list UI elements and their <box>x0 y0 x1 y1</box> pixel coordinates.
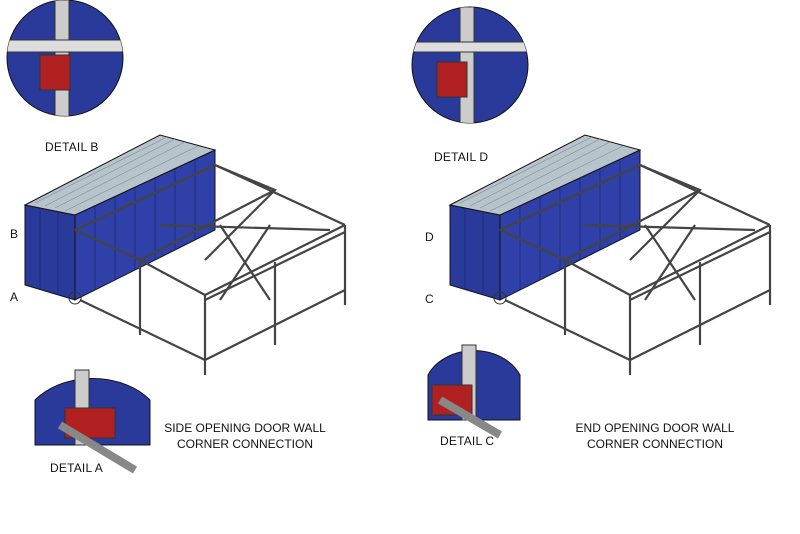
detail-c-circle <box>427 344 521 439</box>
side-opening-caption: SIDE OPENING DOOR WALL CORNER CONNECTION <box>145 420 345 452</box>
end-opening-assembly <box>448 133 772 377</box>
marker-c: C <box>425 292 434 306</box>
marker-b: B <box>10 227 19 241</box>
caption-line: SIDE OPENING DOOR WALL <box>164 421 326 435</box>
marker-d: D <box>425 230 434 244</box>
detail-a-label: DETAIL A <box>50 461 103 475</box>
side-opening-assembly <box>23 133 347 377</box>
end-opening-caption: END OPENING DOOR WALL CORNER CONNECTION <box>555 420 755 452</box>
detail-b-circle <box>6 0 124 117</box>
caption-line: CORNER CONNECTION <box>586 437 723 451</box>
marker-a: A <box>10 290 19 304</box>
detail-c-label: DETAIL C <box>440 434 495 448</box>
detail-d-circle <box>411 6 529 124</box>
detail-b-label: DETAIL B <box>45 140 99 154</box>
caption-line: CORNER CONNECTION <box>176 437 313 451</box>
detail-d-label: DETAIL D <box>434 150 489 164</box>
detail-a-circle <box>34 369 151 474</box>
caption-line: END OPENING DOOR WALL <box>575 421 735 435</box>
